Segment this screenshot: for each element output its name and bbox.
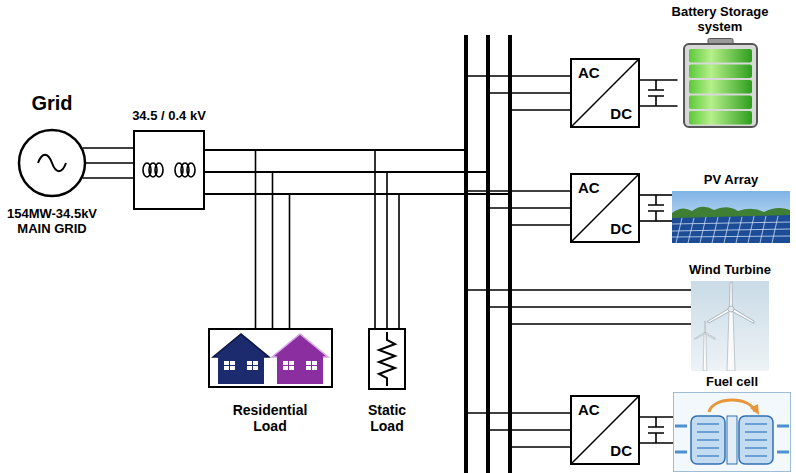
fuel-cell-shape bbox=[673, 392, 791, 472]
wire bbox=[205, 150, 570, 191]
static-load: Static Load bbox=[352, 328, 422, 434]
node-label: Fuel cell bbox=[706, 374, 758, 389]
residential-load-shape bbox=[208, 328, 333, 388]
static-load-symbol bbox=[370, 330, 404, 388]
wire bbox=[205, 194, 290, 328]
battery-storage: Battery Storage system bbox=[660, 4, 780, 128]
wire bbox=[640, 105, 678, 107]
battery-storage-shape bbox=[678, 38, 763, 128]
label-group: Static Load bbox=[352, 402, 422, 434]
wire bbox=[83, 147, 133, 149]
wire bbox=[640, 220, 672, 222]
node-label: 34.5 / 0.4 kV bbox=[132, 108, 206, 123]
three-phase-line bbox=[205, 150, 290, 328]
fuel-cell: Fuel cell bbox=[668, 374, 796, 472]
wire bbox=[640, 194, 672, 196]
dc-link bbox=[640, 80, 678, 106]
node-label: Wind Turbine bbox=[689, 262, 771, 277]
wire bbox=[205, 150, 570, 413]
wire bbox=[205, 110, 570, 194]
pv-array: PV Array bbox=[672, 172, 790, 243]
converter-label: AC bbox=[578, 179, 600, 196]
label-group: 154MW-34.5kV MAIN GRID bbox=[4, 206, 100, 236]
label-group: Battery Storage system bbox=[660, 4, 780, 34]
converter-label: AC bbox=[578, 401, 600, 418]
three-phase-line bbox=[205, 150, 399, 328]
ac-dc-converter-shape: AC DC bbox=[570, 395, 640, 465]
ac-dc-converter: AC DC bbox=[570, 395, 640, 465]
wire bbox=[205, 172, 273, 328]
wire bbox=[640, 416, 673, 418]
static-load-shape bbox=[368, 328, 406, 390]
dc-link bbox=[640, 195, 672, 221]
transformer-symbol bbox=[135, 132, 203, 208]
converter-label: DC bbox=[610, 442, 632, 459]
node-label: Residential Load bbox=[220, 402, 320, 434]
grid-source: Grid 154MW-34.5kV MAIN GRID bbox=[4, 92, 100, 236]
wire bbox=[640, 442, 673, 444]
wire bbox=[205, 194, 399, 328]
residential-load: Residential Load bbox=[195, 328, 345, 434]
transformer-shape bbox=[133, 130, 205, 210]
wire bbox=[205, 172, 570, 208]
wire bbox=[205, 93, 570, 172]
node-label: Grid bbox=[31, 92, 72, 115]
wind-turbine: Wind Turbine bbox=[680, 262, 780, 371]
capacitor-symbol bbox=[648, 195, 664, 221]
three-phase-line bbox=[205, 150, 691, 324]
ac-dc-converter: AC DC bbox=[570, 58, 640, 128]
three-phase-line bbox=[83, 148, 133, 178]
label-group: PV Array bbox=[672, 172, 790, 187]
transformer: 34.5 / 0.4 kV bbox=[119, 108, 219, 210]
label-group: Fuel cell bbox=[668, 374, 796, 389]
wire bbox=[640, 79, 678, 81]
ac-dc-converter: AC DC bbox=[570, 173, 640, 243]
three-phase-line bbox=[205, 76, 570, 194]
wire bbox=[205, 172, 570, 430]
grid-source-shape bbox=[17, 128, 87, 198]
capacitor-symbol bbox=[648, 80, 664, 106]
ac-dc-converter-shape: AC DC bbox=[570, 173, 640, 243]
label-group: Wind Turbine bbox=[680, 262, 780, 277]
wire bbox=[205, 172, 691, 307]
node-label: PV Array bbox=[704, 172, 758, 187]
label-group: Grid bbox=[4, 92, 100, 115]
wire bbox=[205, 150, 256, 328]
wire bbox=[205, 172, 387, 328]
three-phase-line bbox=[205, 150, 570, 225]
grid-source-symbol bbox=[17, 128, 87, 198]
battery-storage-symbol bbox=[678, 38, 763, 128]
label-group: 34.5 / 0.4 kV bbox=[119, 108, 219, 123]
pv-array-symbol bbox=[672, 191, 790, 243]
residential-load-symbol bbox=[210, 330, 331, 386]
node-label: Static Load bbox=[352, 402, 422, 434]
label-group: Residential Load bbox=[220, 402, 320, 434]
capacitor-symbol bbox=[648, 417, 664, 443]
wind-turbine-shape bbox=[691, 281, 769, 371]
wire bbox=[86, 162, 133, 164]
wire bbox=[205, 150, 375, 328]
wire bbox=[205, 194, 570, 225]
wire bbox=[83, 177, 133, 179]
wind-turbine-symbol bbox=[691, 281, 769, 371]
ac-dc-converter-shape: AC DC bbox=[570, 58, 640, 128]
node-label: 154MW-34.5kV MAIN GRID bbox=[4, 206, 100, 236]
converter-label: DC bbox=[610, 105, 632, 122]
converter-label: DC bbox=[610, 220, 632, 237]
wire bbox=[205, 76, 570, 150]
wire bbox=[205, 150, 691, 290]
node-label: Battery Storage system bbox=[660, 4, 780, 34]
three-phase-line bbox=[205, 150, 570, 447]
wire bbox=[205, 194, 570, 447]
fuel-cell-symbol bbox=[673, 392, 791, 472]
converter-label: AC bbox=[578, 64, 600, 81]
dc-link bbox=[640, 417, 673, 443]
pv-array-shape bbox=[672, 191, 790, 243]
